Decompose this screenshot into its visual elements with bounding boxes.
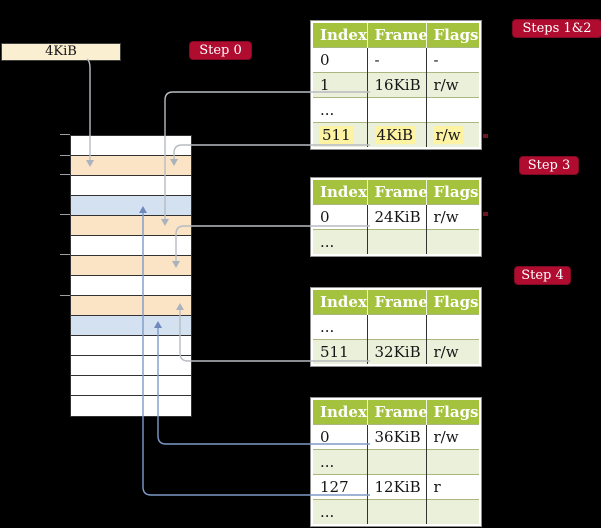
highlighted-value: 511 [320,126,353,144]
memory-row-10 [71,316,191,336]
memory-row-4 [71,196,191,216]
page-table-steps-1-2: Index Frame Flags 0 - - 1 16KiB r/w ... [310,20,482,150]
column-header-index: Index [313,180,368,205]
physical-memory-column [70,135,192,417]
cell-index: 1 [313,72,368,98]
memory-tick [60,155,70,156]
memory-row-1 [71,136,191,156]
cell-flags: r/w [426,204,479,230]
memory-tick [60,295,70,296]
column-header-flags: Flags [426,290,479,315]
cell-index: 0 [313,47,368,73]
cell-frame: 12KiB [367,474,427,500]
memory-row-2 [71,156,191,176]
memory-tick [60,214,70,215]
table-header-row: Index Frame Flags [313,400,479,425]
table-header-row: Index Frame Flags [313,23,479,48]
column-header-flags: Flags [426,180,479,205]
memory-row-6 [71,236,191,256]
badge-step-3: Step 3 [519,156,579,175]
cell-frame [367,314,427,340]
cell-frame: 32KiB [367,339,427,364]
cell-index: 0 [313,424,368,450]
frame-size-label-box: 4KiB [1,43,121,61]
badge-steps-1-2: Steps 1&2 [512,19,601,38]
table-header-row: Index Frame Flags [313,290,479,315]
memory-row-13 [71,376,191,396]
cell-flags [426,97,479,123]
column-header-index: Index [313,400,368,425]
cell-flags: r [426,474,479,500]
cell-frame: 24KiB [367,204,427,230]
memory-row-8 [71,276,191,296]
column-header-frame: Frame [367,23,428,48]
red-row-marker [483,212,488,216]
table-row-ellipsis: ... [313,97,479,123]
cell-flags: r/w [426,424,479,450]
highlighted-value: r/w [433,126,463,144]
table-row-ellipsis: ... [313,314,479,340]
memory-row-11 [71,336,191,356]
badge-step-4: Step 4 [514,266,571,285]
table-header-row: Index Frame Flags [313,180,479,205]
cell-flags [426,229,479,254]
cell-index: ... [313,314,368,340]
cell-flags: r/w [426,122,479,147]
table-row: 0 - - [313,47,479,73]
cell-index: 511 [313,122,368,147]
cell-flags [426,449,479,475]
cell-frame: 16KiB [367,72,427,98]
column-header-flags: Flags [426,23,479,48]
page-table-step-3: Index Frame Flags 0 24KiB r/w ... [310,177,482,257]
highlighted-value: 4KiB [374,126,416,144]
cell-flags [426,314,479,340]
cell-index: ... [313,499,368,524]
cell-index: 511 [313,339,368,364]
table-row: 1 16KiB r/w [313,72,479,98]
column-header-frame: Frame [367,290,428,315]
memory-tick [60,174,70,175]
memory-row-7 [71,256,191,276]
memory-tick [60,254,70,255]
table-row: 0 36KiB r/w [313,424,479,450]
column-header-frame: Frame [367,180,428,205]
table-row-ellipsis: ... [313,449,479,475]
cell-frame: 36KiB [367,424,427,450]
table-row: 0 24KiB r/w [313,204,479,230]
memory-row-3 [71,176,191,196]
cell-index: 0 [313,204,368,230]
badge-step-0: Step 0 [189,41,252,60]
table-row: 511 32KiB r/w [313,339,479,364]
cell-frame: 4KiB [367,122,427,147]
memory-row-5 [71,216,191,236]
memory-tick [60,134,70,135]
page-table-step-4a: Index Frame Flags ... 511 32KiB r/w [310,287,482,367]
cell-flags [426,499,479,524]
cell-index: ... [313,229,368,254]
page-table-step-4b: Index Frame Flags 0 36KiB r/w ... 127 12… [310,397,482,527]
table-row-ellipsis: ... [313,229,479,254]
cell-frame: - [367,47,427,73]
table-row-highlighted: 511 4KiB r/w [313,122,479,147]
cell-frame [367,97,427,123]
cell-flags: r/w [426,339,479,364]
red-row-marker [483,134,488,138]
column-header-flags: Flags [426,400,479,425]
cell-flags: - [426,47,479,73]
column-header-index: Index [313,23,368,48]
column-header-frame: Frame [367,400,428,425]
memory-row-9 [71,296,191,316]
column-header-index: Index [313,290,368,315]
cell-frame [367,499,427,524]
cell-flags: r/w [426,72,479,98]
memory-row-14 [71,396,191,416]
cell-index: ... [313,449,368,475]
table-row-ellipsis: ... [313,499,479,524]
cell-frame [367,229,427,254]
cell-index: 127 [313,474,368,500]
cell-frame [367,449,427,475]
cell-index: ... [313,97,368,123]
memory-row-12 [71,356,191,376]
table-row: 127 12KiB r [313,474,479,500]
